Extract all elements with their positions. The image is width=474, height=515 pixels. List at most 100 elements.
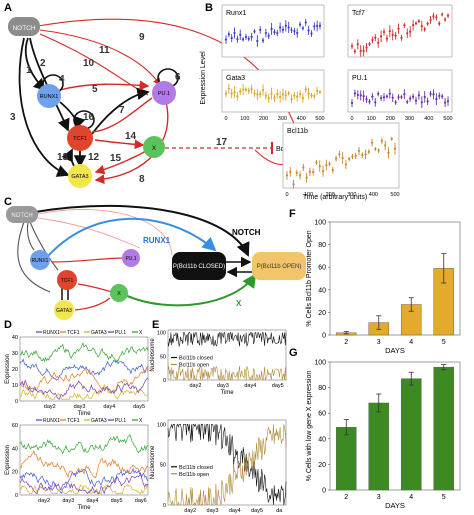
chart-1-ytick-label: 60 [318,411,326,418]
edge-label-8: 8 [139,174,145,185]
panel-b-point-gata3 [304,88,307,91]
panel-b-point-tcf7 [417,20,421,23]
edge-label-13: 13 [57,152,69,163]
panel-b-point-bcl11b [348,157,351,161]
panel-b-title-runx1: Runx1 [226,10,246,17]
panel-b-point-tcf7 [368,42,371,46]
panel-b-point-gata3 [273,96,276,100]
panel-e-ylabel: Nucleosome [150,445,156,479]
panel-d-trace-TCF1 [19,366,149,394]
panel-b-tick-bcl11b: 200 [326,192,335,198]
panel-d-legend-label: GATA3 [91,330,107,336]
panel-b-point-tcf7 [359,49,362,53]
panel-b-point-gata3 [307,92,310,95]
chart-0-xtick-2: 2 [344,339,348,346]
panel-d-ytick: 20 [12,470,18,476]
panel-b-point-pu1 [411,95,415,98]
c-node-runx1 [30,250,50,270]
panel-b-point-tcf7 [353,50,357,53]
panel-b-point-tcf7 [446,14,450,17]
panel-b-point-runx1 [267,34,270,37]
panel-b-point-bcl11b [331,168,334,172]
panel-b-point-tcf7 [371,38,374,42]
panel-b-point-pu1 [446,100,450,103]
panel-b-point-runx1 [290,28,293,32]
panel-d-legend-label: TCF1 [67,330,80,336]
panel-b-point-tcf7 [397,27,400,30]
panel-b-point-tcf7 [356,43,359,46]
panel-b-point-gata3 [290,97,293,101]
edge-label-15: 15 [110,153,122,164]
edge-label-9: 9 [139,32,145,43]
c-arrow-runx1 [47,217,217,257]
chart-1-ylabel: % Cells with low gene X expression [306,371,313,482]
panel-b-point-pu1 [420,101,423,104]
panel-b-point-pu1 [374,101,377,104]
panel-b-point-runx1 [230,37,233,40]
panel-d-ylabel: Expression [5,445,11,475]
panel-e-ytick: 50 [160,463,166,469]
panel-b-point-pu1 [441,95,444,98]
edge-label-2: 2 [40,58,46,69]
panel-d-legend-label: RUNX1 [43,330,60,336]
panel-d-ytick: 0 [15,493,18,499]
c-node-pu1 [122,249,140,267]
chart-1-xtick-3: 3 [377,494,381,501]
panel-b-point-bcl11b [321,170,325,173]
panel-b-point-gata3 [298,92,302,96]
c-edge-notch-tcf1 [29,221,59,271]
panel-b-point-runx1 [316,24,319,28]
panel-b-point-pu1 [414,99,418,102]
chart-1-ytick-label: 0 [322,488,326,495]
panel-b-point-tcf7 [441,13,444,16]
panel-b-box-tcf7 [347,4,453,58]
edge-13 [61,148,75,167]
panel-b-point-pu1 [353,92,357,95]
panel-label-f: F [289,208,296,220]
panel-b-point-tcf7 [403,24,406,27]
panel-b-point-bcl11b [377,149,380,152]
edge-label-1: 1 [26,65,32,76]
panel-b-point-runx1 [307,29,310,32]
panel-b-point-runx1 [236,38,239,41]
c-node-runx1-label: RUNX1 [32,258,49,264]
panel-e-trace-closed [167,331,287,348]
panel-b-point-pu1 [394,101,397,104]
panel-b-point-gata3 [293,94,296,97]
chart-0-xlabel: DAYS [385,346,405,355]
open-state-label: P(Bcl11b OPEN) [257,264,302,270]
panel-b-point-pu1 [391,96,394,99]
panel-d-xtick: day5 [111,498,123,504]
panel-b-tick-bcl11b: 0 [285,192,288,198]
node-tcf1 [67,125,93,151]
panel-b-point-tcf7 [388,30,391,33]
panel-b-point-pu1 [379,96,383,100]
panel-b-tick-gata3: 300 [278,116,287,122]
panel-b-point-tcf7 [374,36,377,39]
edge-3 [18,37,70,177]
panel-e-xlabel: Time [220,390,234,396]
panel-b-point-runx1 [261,39,265,42]
panel-b-point-runx1 [296,31,299,35]
chart-1-bar-day-3 [368,402,390,491]
chart-0-xtick-3: 3 [377,339,381,346]
panel-b-point-runx1 [253,30,256,33]
panel-b-point-tcf7 [391,33,394,37]
c-node-tcf1-label: TCF1 [61,278,74,284]
panel-b-point-gata3 [256,93,259,96]
panel-b-point-pu1 [406,100,409,103]
panel-b-point-bcl11b [384,144,387,147]
node-gata3 [68,164,92,188]
panel-d-legend-label: PU.1 [115,418,126,424]
panel-e-xtick: day2 [184,508,196,514]
panel-b-point-bcl11b [354,154,357,158]
panel-b-point-bcl11b [302,166,305,169]
node-notch [8,17,40,36]
edge-label-7: 7 [119,105,125,116]
panel-b-point-pu1 [426,100,429,103]
panel-b-point-runx1 [273,31,276,34]
network-diagram-a: NOTCH RUNX1 PU.1 TCF1 X GATA3 Bcl11b 1 2… [8,17,301,188]
